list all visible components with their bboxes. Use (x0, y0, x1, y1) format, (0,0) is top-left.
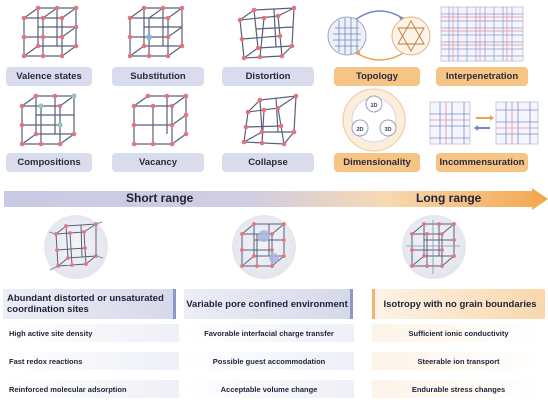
isotropic-cell-illustration (402, 215, 466, 279)
dim-tag-1d: 1D (370, 103, 377, 109)
col2-header: Variable pore confined environment (184, 289, 353, 319)
range-arrow (4, 188, 548, 210)
pore-cell-illustration (232, 215, 296, 279)
topology-graphic (325, 6, 435, 64)
substitution-label: Substitution (112, 67, 204, 86)
vacancy-lattice (131, 93, 189, 147)
short-range-label: Short range (126, 191, 194, 205)
col3-item-1: Sufficient ionic conductivity (372, 324, 545, 342)
topology-label: Topology (334, 67, 420, 86)
col1-item-3: Reinforced molecular adsorption (3, 380, 179, 398)
col3-item-3: Endurable stress changes (372, 380, 545, 398)
col3-item-2: Steerable ion transport (372, 352, 545, 370)
collapse-label: Collapse (222, 153, 314, 172)
distortion-lattice (237, 5, 297, 61)
incommensuration-graphic (428, 100, 540, 146)
valence-lattice (21, 5, 79, 59)
distorted-cell-lattice (48, 221, 104, 271)
compositions-label: Compositions (6, 153, 92, 172)
isotropic-cell-lattice (406, 220, 460, 274)
interpenetration-label: Interpenetration (436, 67, 528, 86)
col2-item-3: Acceptable volume change (184, 380, 354, 398)
incommensuration-label: Incommensuration (436, 153, 528, 172)
dim-tag-2d: 2D (356, 127, 363, 133)
interpenetration-grid (440, 6, 524, 62)
dim-tag-3d: 3D (384, 127, 391, 133)
col1-item-2: Fast redox reactions (3, 352, 179, 370)
compositions-lattice (19, 93, 77, 147)
vacancy-label: Vacancy (112, 153, 204, 172)
dimensionality-label: Dimensionality (334, 153, 420, 172)
col2-item-1: Favorable interfacial charge transfer (184, 324, 354, 342)
collapse-lattice (241, 93, 299, 147)
substitution-lattice (127, 5, 185, 59)
pore-cell-lattice (240, 222, 286, 268)
dimensionality-graphic: 1D 2D 3D (342, 88, 406, 152)
valence-states-label: Valence states (6, 67, 92, 86)
distortion-label: Distortion (222, 67, 314, 86)
col1-item-1: High active site density (3, 324, 179, 342)
col2-item-2: Possible guest accommodation (184, 352, 354, 370)
col3-header: Isotropy with no grain boundaries (372, 289, 545, 319)
col1-header: Abundant distorted or unsaturated coordi… (3, 289, 176, 319)
long-range-label: Long range (416, 191, 482, 205)
